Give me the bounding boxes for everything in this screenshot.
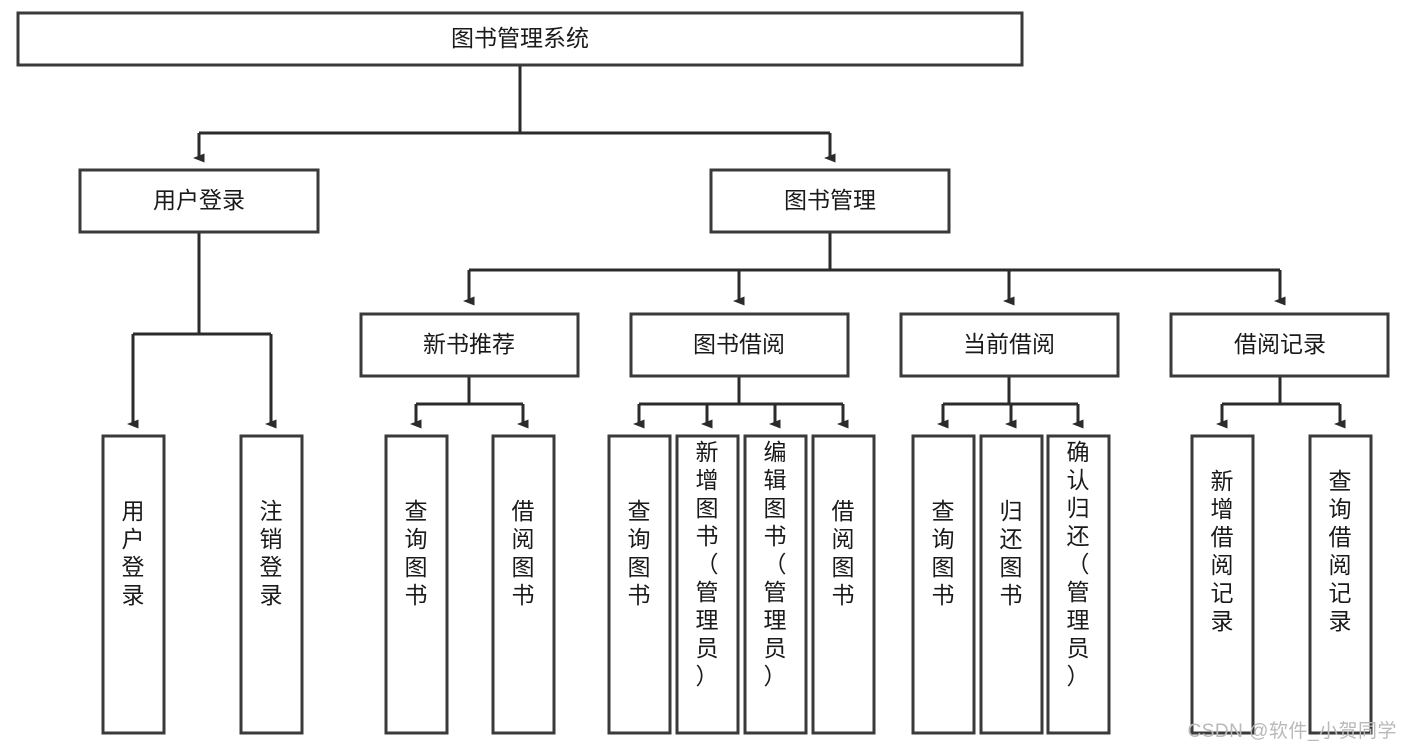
node-leaf-borrow-query[interactable]: 查询图书 (607, 434, 672, 735)
connector-user-login-to-leaves (127, 233, 277, 429)
node-leaf-cur-return-label: 归还图书 (1000, 498, 1023, 608)
node-leaf-rec-borrow-label: 借阅图书 (512, 498, 535, 608)
node-leaf-user-logout[interactable]: 注销登录 (239, 434, 304, 735)
node-leaf-borrow-lend-label: 借阅图书 (832, 498, 855, 608)
node-leaf-rec-search-box[interactable] (1308, 434, 1373, 735)
node-leaf-borrow-edit-box[interactable] (743, 434, 808, 735)
node-user-login-label: 用户登录 (153, 187, 245, 213)
node-borrow-record-box[interactable] (1169, 312, 1390, 378)
node-leaf-borrow-query-label: 查询图书 (628, 498, 651, 608)
node-book-borrow[interactable]: 图书借阅 (629, 312, 850, 378)
node-user-login-box[interactable] (78, 168, 320, 234)
node-leaf-rec-borrow[interactable]: 借阅图书 (491, 434, 556, 735)
node-leaf-rec-add-box[interactable] (1190, 434, 1255, 735)
node-leaf-rec-search-label: 查询借阅记录 (1329, 468, 1352, 634)
node-leaf-borrow-lend[interactable]: 借阅图书 (811, 434, 876, 735)
node-leaf-cur-return[interactable]: 归还图书 (979, 434, 1044, 735)
node-root-label: 图书管理系统 (451, 25, 589, 51)
node-leaf-borrow-add[interactable]: 新增图书（管理员） (675, 434, 740, 735)
node-leaf-rec-add-label: 新增借阅记录 (1211, 468, 1234, 634)
node-leaf-rec-borrow-box[interactable] (491, 434, 556, 735)
node-borrow-record-label: 借阅记录 (1234, 331, 1326, 357)
node-leaf-cur-confirm-box[interactable] (1046, 434, 1111, 735)
node-leaf-borrow-edit-label: 编辑图书（管理员） (764, 439, 787, 689)
node-current-borrow-box[interactable] (899, 312, 1120, 378)
node-root[interactable]: 图书管理系统 (16, 11, 1024, 67)
connector-book-borrow-to-leaves (633, 376, 849, 429)
node-book-borrow-box[interactable] (629, 312, 850, 378)
node-borrow-record[interactable]: 借阅记录 (1169, 312, 1390, 378)
node-leaf-rec-query-box[interactable] (384, 434, 449, 735)
node-root-box[interactable] (16, 11, 1024, 67)
node-leaf-rec-search[interactable]: 查询借阅记录 (1308, 434, 1373, 735)
node-user-login[interactable]: 用户登录 (78, 168, 320, 234)
node-book-borrow-label: 图书借阅 (693, 331, 785, 357)
connector-new-book-rec-to-leaves (410, 376, 529, 429)
node-leaf-borrow-lend-box[interactable] (811, 434, 876, 735)
node-leaf-borrow-add-box[interactable] (675, 434, 740, 735)
node-new-book-rec[interactable]: 新书推荐 (359, 312, 580, 378)
node-leaf-user-logout-box[interactable] (239, 434, 304, 735)
node-leaf-cur-query-box[interactable] (911, 434, 976, 735)
node-leaf-cur-return-box[interactable] (979, 434, 1044, 735)
node-leaf-cur-confirm-label: 确认归还（管理员） (1067, 439, 1090, 689)
node-leaf-user-login[interactable]: 用户登录 (101, 434, 166, 735)
csdn-watermark: CSDN @软件_小贺同学 (1187, 721, 1397, 742)
node-current-borrow[interactable]: 当前借阅 (899, 312, 1120, 378)
connector-root-to-level2 (193, 66, 836, 163)
node-leaf-user-login-box[interactable] (101, 434, 166, 735)
node-new-book-rec-label: 新书推荐 (423, 331, 515, 357)
node-leaf-borrow-edit[interactable]: 编辑图书（管理员） (743, 434, 808, 735)
node-book-manage-label: 图书管理 (784, 187, 876, 213)
node-leaf-borrow-query-box[interactable] (607, 434, 672, 735)
node-leaf-cur-query[interactable]: 查询图书 (911, 434, 976, 735)
node-leaf-rec-query[interactable]: 查询图书 (384, 434, 449, 735)
connector-borrow-record-to-leaves (1216, 376, 1346, 429)
node-current-borrow-label: 当前借阅 (963, 331, 1055, 357)
node-leaf-cur-confirm[interactable]: 确认归还（管理员） (1046, 434, 1111, 735)
node-leaf-rec-query-label: 查询图书 (405, 498, 428, 608)
connector-current-borrow-to-leaves (937, 376, 1084, 429)
node-leaf-rec-add[interactable]: 新增借阅记录 (1190, 434, 1255, 735)
node-book-manage-box[interactable] (709, 168, 951, 234)
node-leaf-cur-query-label: 查询图书 (932, 498, 955, 608)
node-leaf-user-logout-label: 注销登录 (260, 498, 283, 608)
node-leaf-user-login-label: 用户登录 (122, 498, 145, 608)
connector-book-manage-to-level3 (463, 233, 1286, 306)
node-book-manage[interactable]: 图书管理 (709, 168, 951, 234)
node-leaf-borrow-add-label: 新增图书（管理员） (696, 439, 719, 689)
node-new-book-rec-box[interactable] (359, 312, 580, 378)
